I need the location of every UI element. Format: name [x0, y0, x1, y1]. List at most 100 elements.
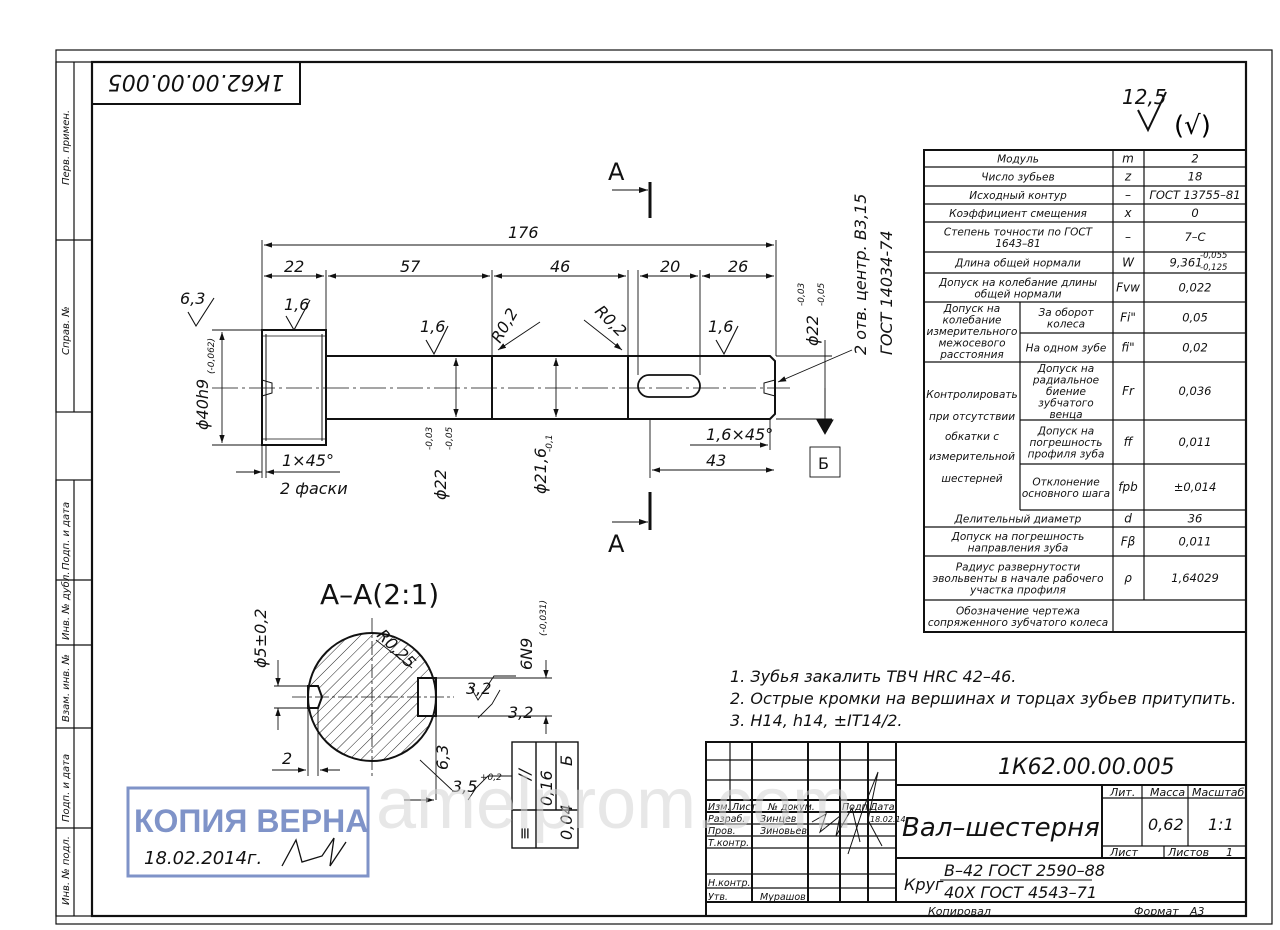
- material-bot: 40Х ГОСТ 4543–71: [944, 883, 1097, 902]
- tol-016: 0,16: [537, 770, 556, 806]
- strip-label-5: Взам. инв. №: [61, 654, 72, 722]
- gear-row-symbol: W: [1122, 256, 1135, 270]
- section-63: 6,3: [433, 745, 452, 770]
- tb-lit: Лит.: [1109, 786, 1135, 799]
- gear-row-symbol: –: [1125, 188, 1131, 202]
- tol-b: Б: [557, 755, 576, 766]
- title-code: 1К62.00.00.005: [998, 755, 1175, 780]
- tb-scale-val: 1:1: [1208, 815, 1234, 834]
- title-block-grid: [705, 741, 1247, 917]
- tb-scale: Масштаб: [1192, 786, 1244, 799]
- gear-row-symbol: z: [1124, 170, 1132, 184]
- rough-16b: 1,6: [420, 317, 445, 336]
- gear-row-name: Коэффициент смещения: [949, 208, 1087, 220]
- note-2: 2. Острые кромки на вершинах и торцах зу…: [730, 689, 1236, 708]
- tb-h-doc: № докум.: [767, 802, 815, 813]
- group2-l5: шестерней: [941, 473, 1002, 485]
- gear-row-value: 2: [1191, 152, 1198, 166]
- gear-row-name: Делительный диаметр: [954, 514, 1082, 526]
- chamfer-right: 1,6×45°: [706, 425, 773, 444]
- tb-mass-val: 0,62: [1148, 815, 1184, 834]
- tol-sym: ≡: [515, 827, 534, 840]
- centers-2: ГОСТ 14034-74: [877, 230, 896, 355]
- dim-46: 46: [550, 257, 570, 276]
- section-cut-marks: [612, 182, 652, 530]
- signature-razrab: [811, 806, 861, 843]
- gear-row-symbol: d: [1124, 512, 1132, 526]
- tb-tkontr: Т.контр.: [708, 838, 749, 849]
- tb-utv: Утв.: [708, 892, 728, 903]
- shaft-view: [212, 329, 790, 446]
- watermark: amelprom.com: [376, 764, 852, 844]
- tb-format: Формат: [1134, 905, 1179, 918]
- gear-row-value: 0,022: [1179, 281, 1212, 295]
- tb-sheet: Лист: [1109, 846, 1138, 859]
- dim-20: 20: [660, 257, 680, 276]
- strip-label-6: Подп. и дата: [61, 754, 72, 822]
- dia-right-tol1: -0,03: [797, 282, 807, 306]
- tb-sheets-val: 1: [1226, 846, 1233, 859]
- gear-row-name: Исходный контур: [969, 190, 1067, 202]
- gear-row-symbol: Fr: [1122, 384, 1135, 398]
- section-6n9-tol: (-0,031): [539, 600, 549, 636]
- roughness-marks: [187, 297, 739, 356]
- dia-216-tol: -0,1: [545, 434, 555, 452]
- dia-left-tol: (-0,062): [207, 338, 217, 374]
- tol-004: 0,04: [557, 804, 576, 840]
- gear-row-value: 0,05: [1182, 311, 1208, 325]
- w-tol-bot: -0,125: [1200, 263, 1227, 273]
- gear-row-symbol: x: [1123, 206, 1132, 220]
- strip-label-4: Инв. № дубл.: [60, 572, 72, 640]
- rotated-code: 1К62.00.00.005: [108, 69, 285, 94]
- roughness-paren: (√): [1174, 111, 1211, 141]
- material-pre: Круг: [904, 875, 944, 894]
- tb-h-izm: Изм.: [708, 802, 730, 813]
- gear-row-symbol: fi": [1121, 341, 1134, 355]
- section-dimensions: [272, 639, 552, 803]
- stamp-date: 18.02.2014г.: [144, 848, 262, 869]
- gear-row-symbol: ff: [1124, 435, 1134, 449]
- material-top: В–42 ГОСТ 2590–88: [944, 861, 1105, 880]
- tb-utv-name: Мурашов: [760, 892, 806, 903]
- dim-57: 57: [400, 257, 421, 276]
- note-3: 3. H14, h14, ±IT14/2.: [730, 711, 903, 730]
- tb-nkontr: Н.контр.: [708, 878, 751, 889]
- dia-right-tol2: -0,05: [817, 282, 827, 306]
- gear-row-name: Число зубьев: [981, 172, 1054, 184]
- tb-razrab: Разраб.: [708, 814, 745, 825]
- gear-row-value: 0,011: [1179, 435, 1212, 449]
- tb-h-list: Лист: [731, 802, 757, 813]
- len-43: 43: [706, 451, 726, 470]
- group2-l1: Контролировать: [926, 389, 1018, 401]
- dia-mid-tol1: -0,03: [425, 426, 435, 450]
- gear-row-symbol: Fvw: [1116, 281, 1140, 295]
- strip-label-3: Подп. и дата: [61, 502, 72, 570]
- group2-l4: измерительной: [929, 451, 1015, 463]
- gear-row-name: Модуль: [997, 154, 1039, 166]
- dia-right: ϕ22: [803, 315, 822, 346]
- gear-row-symbol: –: [1125, 230, 1131, 244]
- gear-row-symbol: fpb: [1118, 480, 1138, 494]
- gear-row-value: 36: [1188, 512, 1203, 526]
- dim-total: 176: [508, 223, 539, 242]
- section-35-tol: +0,2: [480, 773, 502, 783]
- rotated-code-box: [91, 61, 301, 105]
- section-32b: 3,2: [508, 703, 533, 722]
- section-6n9: 6N9: [517, 638, 536, 670]
- tb-prov: Пров.: [708, 826, 736, 837]
- strip-label-7: Инв. № подл.: [61, 836, 72, 905]
- tb-mass: Масса: [1150, 786, 1185, 799]
- tb-h-sign: Подп.: [842, 802, 871, 813]
- roughness-symbol: 12,5 (√): [1122, 85, 1211, 141]
- left-strip: [55, 61, 93, 917]
- section-mark-top: А: [608, 158, 625, 186]
- gear-row-value: 0,02: [1182, 341, 1208, 355]
